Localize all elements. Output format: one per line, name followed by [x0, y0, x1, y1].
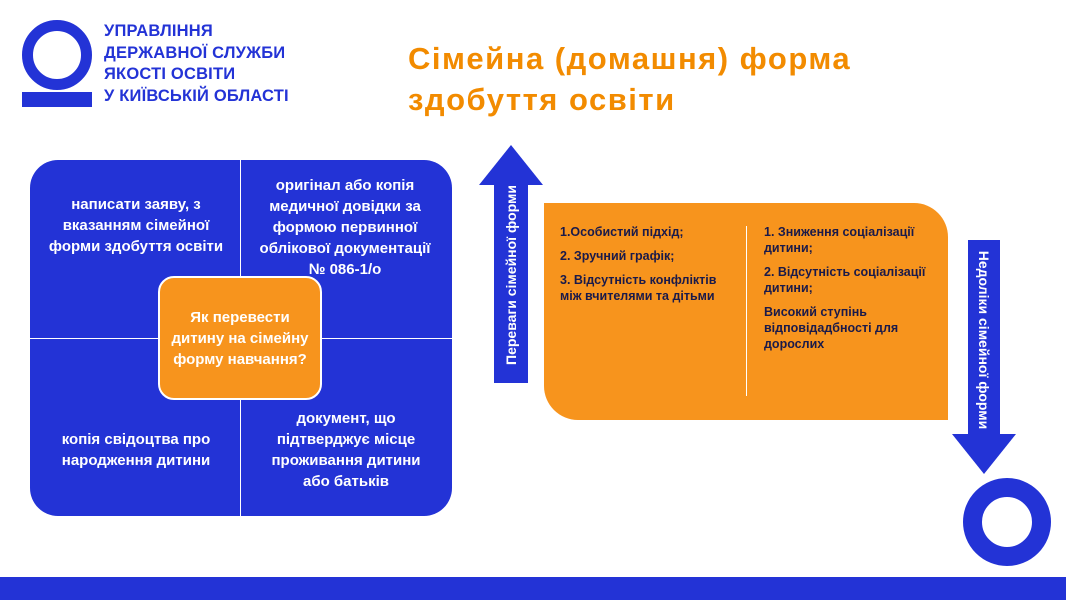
ring-icon — [963, 478, 1051, 566]
disadvantage-item: 2. Відсутність соціалізації дитини; — [764, 265, 926, 295]
logo-line: У КИЇВСЬКІЙ ОБЛАСТІ — [104, 86, 289, 105]
disadvantage-item: 1. Зниження соціалізації дитини; — [764, 225, 915, 255]
disadvantage-item: Високий ступінь відповідадбності для дор… — [764, 305, 899, 351]
disadvantages-arrow-shaft — [968, 240, 1000, 436]
arrow-up-icon — [479, 145, 543, 185]
requirement-medical-certificate: оригінал або копія медичної довідки за ф… — [259, 176, 431, 278]
page-title: Сімейна (домашня) форма здобуття освіти — [408, 41, 852, 117]
logo-bar — [22, 92, 92, 107]
center-question-box: Як перевести дитину на сімейну форму нав… — [158, 276, 322, 400]
logo-line: ЯКОСТІ ОСВІТИ — [104, 65, 236, 83]
advantages-arrow-shaft — [494, 183, 528, 383]
advantage-item: 1.Особистий підхід; — [560, 225, 684, 239]
organization-name: УПРАВЛІННЯ ДЕРЖАВНОЇ СЛУЖБИ ЯКОСТІ ОСВІТ… — [104, 21, 334, 107]
logo-line: УПРАВЛІННЯ — [104, 22, 213, 40]
disadvantages-label: Недоліки сімейної форми — [976, 250, 992, 430]
bottom-bar — [0, 577, 1066, 600]
requirement-application: написати заяву, з вказанням сімейної фор… — [48, 195, 224, 255]
disadvantages-list: 1. Зниження соціалізації дитини; 2. Відс… — [764, 224, 940, 360]
advantage-item: 2. Зручний графік; — [560, 249, 675, 263]
arrow-down-icon — [952, 434, 1016, 474]
pros-cons-divider — [746, 226, 747, 396]
logo-ring-icon — [22, 20, 92, 90]
requirement-birth-certificate: копія свідоцтва про народження дитини — [61, 431, 211, 469]
advantage-item: 3. Відсутність конфліктів між вчителями … — [560, 273, 717, 303]
requirement-residence-document: документ, що підтверджує місце проживанн… — [271, 410, 421, 490]
advantages-list: 1.Особистий підхід; 2. Зручний графік; 3… — [560, 224, 738, 312]
advantages-label: Переваги сімейної форми — [503, 185, 519, 365]
logo-line: ДЕРЖАВНОЇ СЛУЖБИ — [104, 43, 286, 62]
